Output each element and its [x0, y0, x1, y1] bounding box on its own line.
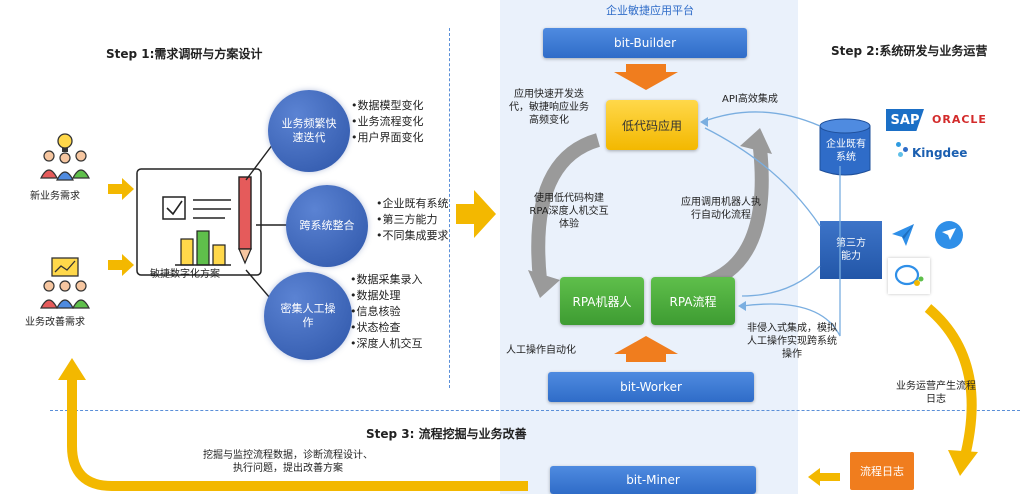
lowcode-app-box: 低代码应用 — [606, 100, 698, 150]
bullet-item: 状态检查 — [350, 320, 423, 336]
bullet-item: 数据采集录入 — [350, 272, 423, 288]
step3-title: Step 3: 流程挖掘与业务改善 — [366, 427, 527, 441]
mining-note: 挖掘与监控流程数据，诊断流程设计、执行问题，提出改善方案 — [203, 450, 373, 474]
bullets-business-iteration: 数据模型变化 业务流程变化 用户界面变化 — [351, 98, 424, 146]
bullet-item: 用户界面变化 — [351, 130, 424, 146]
kingdee-logo: Kingdee — [912, 146, 968, 160]
team-idea-icon — [40, 133, 90, 181]
team-chart-icon — [40, 257, 90, 309]
flow-log-box: 流程日志 — [850, 452, 914, 490]
bit-miner-box: bit-Miner — [550, 466, 756, 494]
note-right: 应用调用机器人执行自动化流程 — [681, 197, 761, 221]
manual-label: 人工操作自动化 — [506, 345, 576, 356]
arrow-right-icon — [108, 178, 134, 200]
kingdee-dots-icon — [896, 142, 910, 158]
step2-title: Step 2:系统研发与业务运营 — [831, 44, 988, 58]
oracle-logo: ORACLE — [932, 113, 987, 126]
bullet-item: 不同集成要求 — [376, 228, 449, 244]
divider-vertical — [449, 28, 450, 388]
rpa-robot-box: RPA机器人 — [560, 277, 644, 325]
arrow-down-icon — [614, 64, 678, 90]
bit-builder-box: bit-Builder — [543, 28, 747, 58]
cycle-arrow-left-icon — [528, 133, 600, 298]
improve-demand-label: 业务改善需求 — [25, 317, 85, 328]
return-arrow-icon — [58, 358, 528, 491]
circle-manual-operation: 密集人工操作 — [264, 272, 352, 360]
note-top-left: 应用快速开发迭代，敏捷响应业务高频变化 — [509, 89, 589, 126]
bullet-item: 数据模型变化 — [351, 98, 424, 114]
dingtalk-icon — [935, 221, 963, 249]
arrow-up-icon — [614, 336, 678, 362]
bit-worker-box: bit-Worker — [548, 372, 754, 402]
platform-title: 企业敏捷应用平台 — [606, 4, 694, 17]
arrow-right-icon — [108, 254, 134, 276]
bullet-item: 第三方能力 — [376, 212, 449, 228]
new-demand-label: 新业务需求 — [30, 191, 80, 202]
non-invasive-label: 非侵入式集成，模拟人工操作实现跨系统操作 — [747, 323, 837, 360]
step1-title: Step 1:需求调研与方案设计 — [106, 47, 263, 61]
ops-log-note: 业务运营产生流程日志 — [896, 381, 976, 405]
bullet-item: 业务流程变化 — [351, 114, 424, 130]
bullet-item: 企业既有系统 — [376, 196, 449, 212]
big-arrow-right-icon — [456, 190, 496, 238]
api-label: API高效集成 — [722, 94, 778, 105]
bullets-manual-operation: 数据采集录入 数据处理 信息核验 状态检查 深度人机交互 — [350, 272, 423, 352]
circle-business-iteration: 业务频繁快速迭代 — [268, 90, 350, 172]
paper-plane-icon — [892, 224, 914, 246]
bullets-cross-system: 企业既有系统 第三方能力 不同集成要求 — [376, 196, 449, 244]
divider-horizontal — [50, 410, 1020, 411]
bullet-item: 信息核验 — [350, 304, 423, 320]
sap-logo: SAP — [886, 109, 924, 131]
curve-arrow-down-icon — [924, 304, 978, 476]
rpa-flow-box: RPA流程 — [651, 277, 735, 325]
wecom-icon-wrap — [888, 258, 930, 294]
third-party-box: 第三方能力 — [820, 221, 882, 279]
integration-lines — [700, 111, 841, 337]
arrow-left-icon — [808, 468, 840, 486]
circle-cross-system: 跨系统整合 — [286, 185, 368, 267]
bullet-item: 数据处理 — [350, 288, 423, 304]
plan-label: 敏捷数字化方案 — [150, 269, 220, 280]
wecom-icon — [894, 264, 924, 286]
existing-system-label: 企业既有系统 — [826, 139, 866, 163]
digital-plan-icon — [136, 168, 262, 276]
note-left: 使用低代码构建RPA深度人机交互体验 — [529, 193, 609, 230]
bullet-item: 深度人机交互 — [350, 336, 423, 352]
